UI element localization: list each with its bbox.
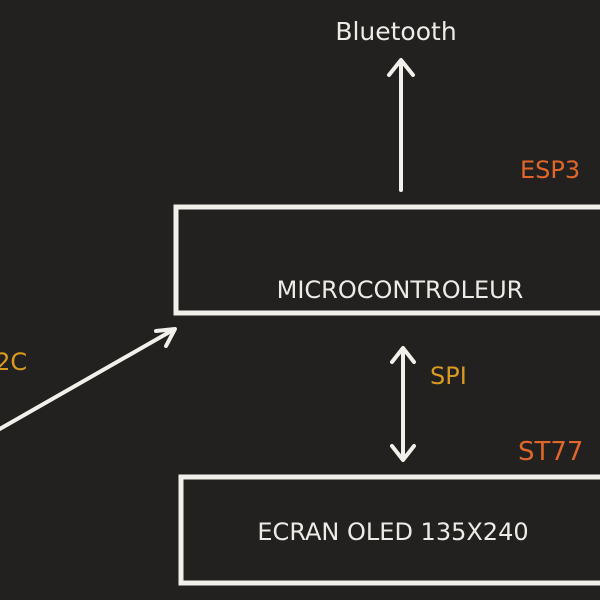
microcontroller-box xyxy=(173,204,600,316)
esp32-label: ESP3 xyxy=(520,156,580,184)
display-label: ECRAN OLED 135X240 xyxy=(257,518,528,546)
st77-label: ST77 xyxy=(518,437,583,467)
bluetooth-arrow xyxy=(387,58,415,192)
i2c-arrow xyxy=(0,327,177,432)
i2c-label: I2C xyxy=(0,348,27,376)
microcontroller-label: MICROCONTROLEUR xyxy=(277,276,524,304)
spi-arrow xyxy=(390,346,416,462)
spi-label: SPI xyxy=(430,362,467,390)
bluetooth-label: Bluetooth xyxy=(335,17,456,46)
display-box xyxy=(178,474,600,586)
